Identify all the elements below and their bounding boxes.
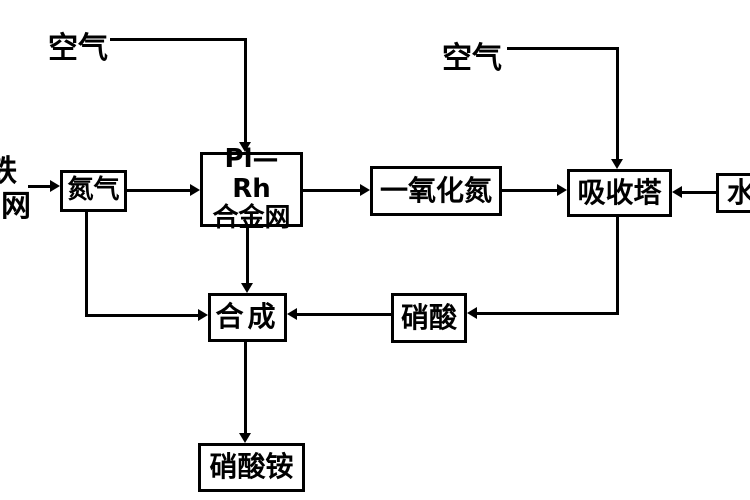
edge-nitrogen-to-synthesis — [85, 314, 202, 317]
node-nitric-acid-label: 硝酸 — [400, 300, 457, 334]
arrowhead-into-nitrogen-icon — [50, 180, 60, 192]
edge-ptrh-to-nitricoxide — [303, 189, 362, 192]
node-pt-rh-line2: 合金网 — [212, 203, 291, 234]
air-left-label: 空气 — [48, 31, 108, 66]
node-water: 水 — [716, 173, 750, 213]
node-water-label: 水 — [727, 175, 750, 209]
node-nitrogen: 氮气 — [60, 170, 127, 212]
air-right-label: 空气 — [442, 41, 502, 76]
arrowhead-into-tower-top-icon — [611, 159, 623, 169]
edge-synthesis-to-ammoniumnitrate — [244, 342, 247, 435]
node-synthesis-label: 合成 — [215, 300, 280, 334]
edge-tower-to-nitricacid — [476, 312, 619, 315]
node-nitrogen-label: 氮气 — [67, 175, 120, 206]
arrowhead-into-nitricoxide-icon — [360, 184, 370, 196]
edge-air-left-vertical — [244, 38, 247, 144]
edge-nitrogen-down-vertical — [85, 212, 88, 317]
arrowhead-into-ptrh-left-icon — [190, 184, 200, 196]
edge-nitricacid-to-synthesis — [296, 313, 391, 316]
iron-mesh-label-char1: 铁 — [0, 154, 17, 189]
edge-ironmesh-to-nitrogen — [28, 185, 52, 188]
arrowhead-into-synthesis-top-icon — [241, 283, 253, 293]
node-absorption-tower: 吸收塔 — [567, 169, 672, 217]
arrowhead-into-synthesis-left-icon — [198, 309, 208, 321]
edge-air-right-vertical — [616, 47, 619, 161]
arrowhead-into-ammoniumnitrate-icon — [239, 433, 251, 443]
node-nitric-acid: 硝酸 — [391, 293, 467, 343]
node-pt-rh-alloy-mesh: Pl— Rh 合金网 — [200, 144, 303, 233]
edge-ptrh-to-synthesis — [246, 227, 249, 285]
arrowhead-into-synthesis-right-icon — [287, 308, 297, 320]
edge-nitrogen-to-ptrh — [127, 189, 192, 192]
node-nitric-oxide: 一氧化氮 — [370, 166, 502, 216]
edge-nitricoxide-to-tower — [502, 189, 559, 192]
arrowhead-into-ptrh-top-icon — [239, 142, 251, 152]
edge-water-to-tower — [680, 191, 716, 194]
node-ammonium-nitrate: 硝酸铵 — [198, 443, 305, 492]
arrowhead-into-tower-left-icon — [557, 184, 567, 196]
edge-air-left-horizontal — [110, 38, 247, 41]
node-absorption-tower-label: 吸收塔 — [577, 175, 662, 209]
iron-mesh-label-char2: 网 — [1, 189, 31, 224]
edge-tower-down-vertical — [616, 217, 619, 314]
edge-air-right-horizontal — [507, 47, 619, 50]
node-synthesis: 合成 — [208, 293, 287, 342]
node-ammonium-nitrate-label: 硝酸铵 — [209, 450, 294, 484]
node-pt-rh-line1: Pl— Rh — [224, 143, 279, 204]
node-nitric-oxide-label: 一氧化氮 — [379, 173, 492, 207]
arrowhead-into-nitricacid-icon — [467, 307, 477, 319]
arrowhead-into-tower-right-icon — [672, 186, 682, 198]
